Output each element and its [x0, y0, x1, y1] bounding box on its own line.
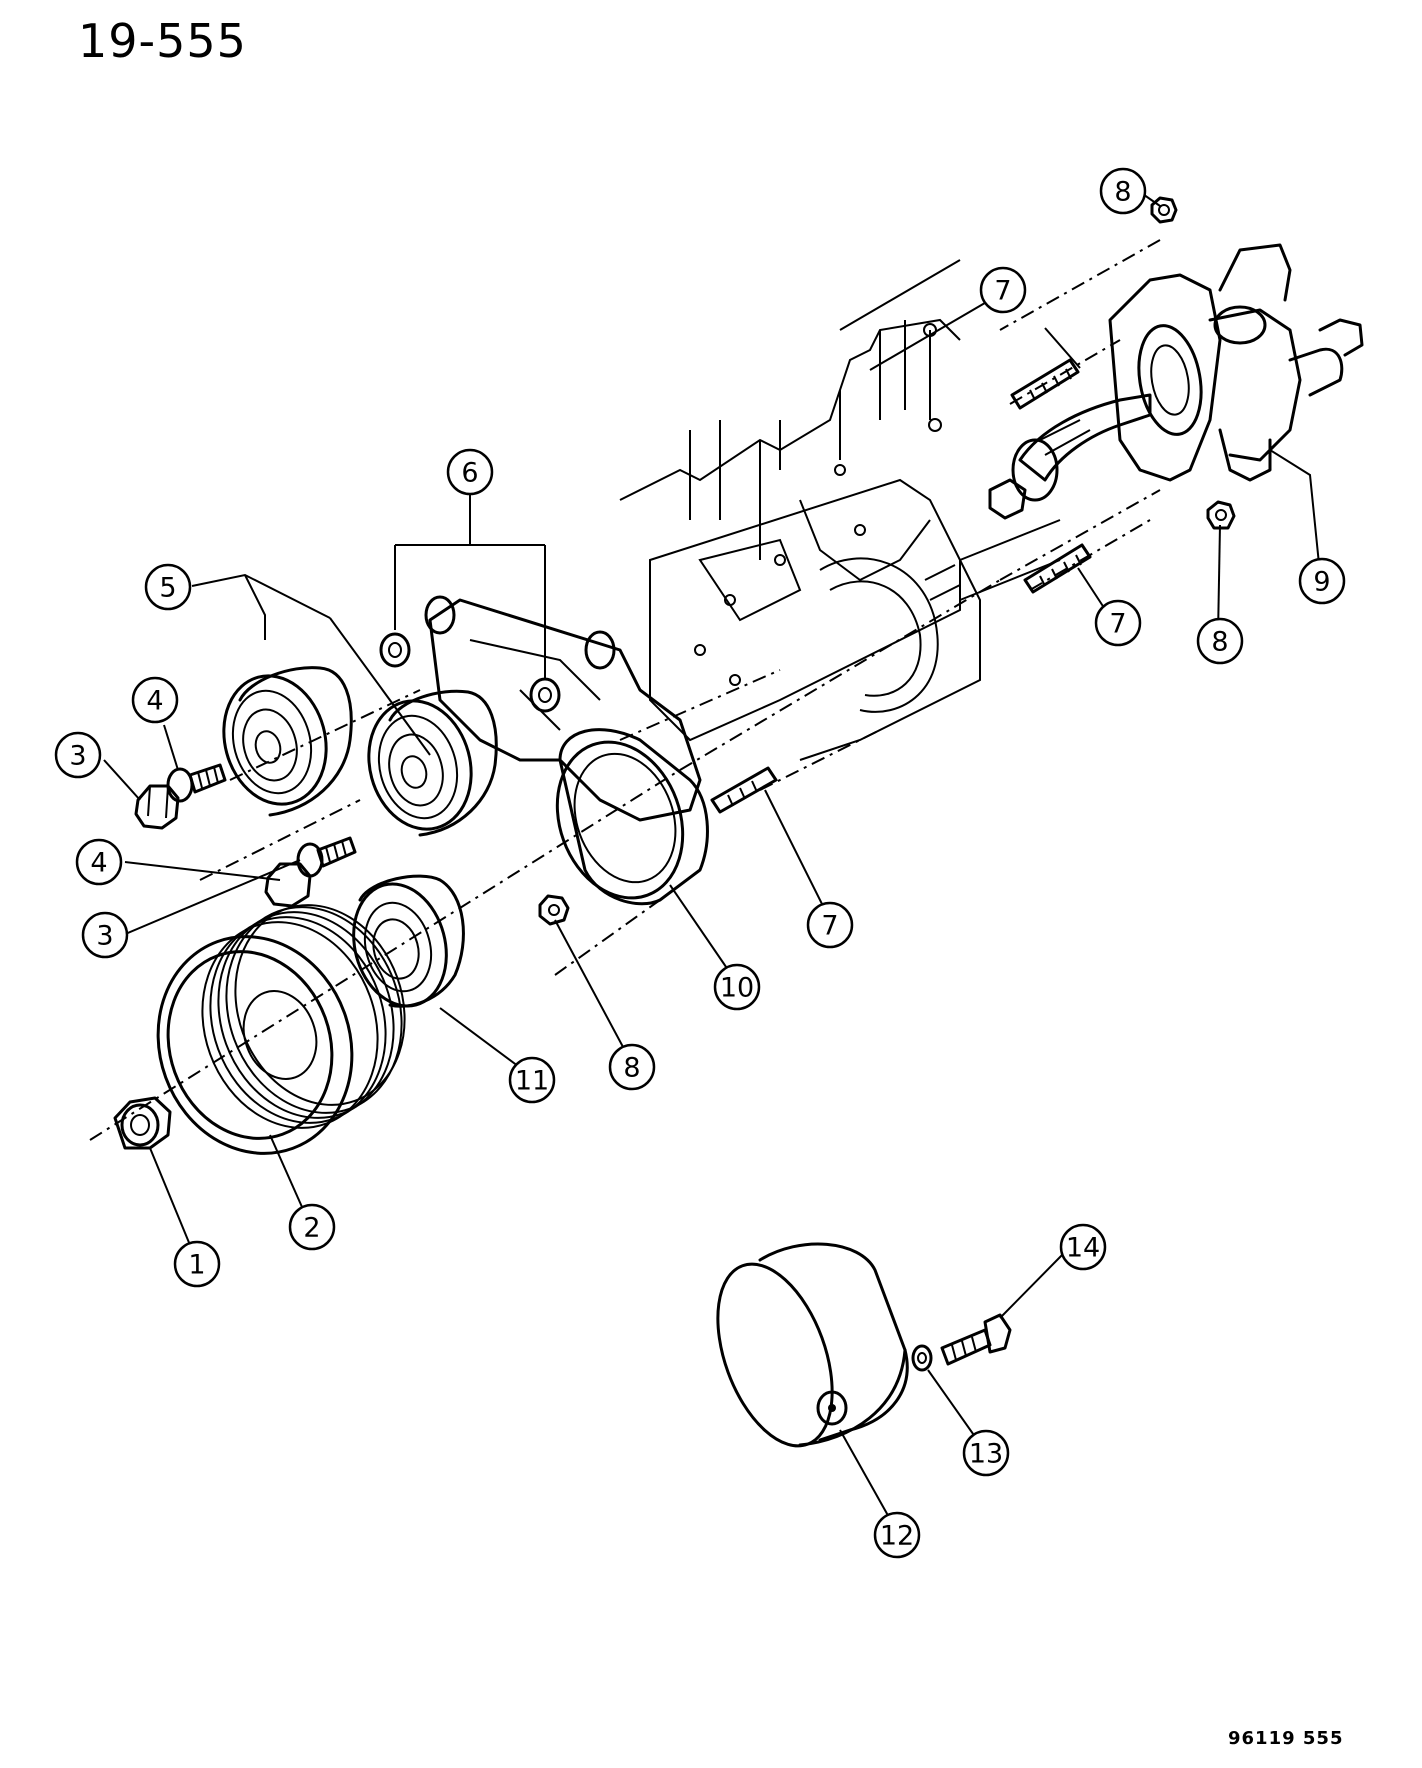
callout-9-label: 9	[1313, 567, 1330, 598]
stud-7-lower	[710, 766, 778, 814]
bracket-6	[379, 595, 702, 822]
callout-13: 13	[962, 1429, 1010, 1477]
callout-13-label: 13	[969, 1439, 1003, 1470]
callout-8-right: 8	[1196, 617, 1244, 665]
callout-11: 11	[508, 1056, 556, 1104]
bolt-3-upper	[134, 784, 180, 830]
callout-12: 12	[873, 1511, 921, 1559]
callout-8-top-label: 8	[1114, 177, 1131, 208]
callout-1-label: 1	[188, 1250, 205, 1281]
callout-14-label: 14	[1066, 1233, 1100, 1264]
leader-lines	[103, 191, 1321, 1529]
callout-9: 9	[1298, 557, 1346, 605]
callout-2: 2	[288, 1203, 336, 1251]
nut-1	[113, 1096, 172, 1150]
callout-11-label: 11	[515, 1066, 549, 1097]
callout-10: 10	[713, 963, 761, 1011]
nut-8-top	[1150, 196, 1178, 224]
callout-4-lower: 4	[75, 838, 123, 886]
callout-12-label: 12	[880, 1521, 914, 1552]
callout-10-label: 10	[720, 973, 754, 1004]
callout-3-lower-label: 3	[96, 921, 113, 952]
callout-3-lower: 3	[81, 911, 129, 959]
stud-7-upper	[1010, 358, 1080, 410]
nut-8-lower	[538, 894, 570, 926]
callout-7-middle: 7	[1094, 599, 1142, 647]
stud-7-middle	[1023, 543, 1092, 594]
callout-7-middle-label: 7	[1109, 609, 1126, 640]
adaptor-plate-10	[555, 728, 709, 906]
callout-4-lower-label: 4	[90, 848, 107, 879]
bolt-shank-upper	[188, 763, 227, 794]
callout-3-upper: 3	[54, 731, 102, 779]
callout-8-lower-label: 8	[623, 1053, 640, 1084]
bearing-11	[352, 874, 465, 1008]
callout-4-upper-label: 4	[146, 686, 163, 717]
callout-7-upper: 7	[979, 266, 1027, 314]
callout-7-lower-label: 7	[821, 911, 838, 942]
bolt-3-lower	[264, 862, 312, 908]
bolt-shank-lower	[316, 836, 357, 868]
nut-8-right	[1206, 500, 1236, 530]
pulley-2	[156, 904, 406, 1155]
callout-7-upper-label: 7	[994, 276, 1011, 307]
callout-6-label: 6	[461, 458, 478, 489]
idler-pulley-5-upper	[222, 666, 353, 817]
pulley-cover-12	[716, 1242, 909, 1448]
callout-7-lower: 7	[806, 901, 854, 949]
callout-8-lower: 8	[608, 1043, 656, 1091]
callout-8-top: 8	[1099, 167, 1147, 215]
callout-2-label: 2	[303, 1213, 320, 1244]
drawing-code: 96119 555	[1228, 1728, 1344, 1749]
callout-5: 5	[144, 563, 192, 611]
power-steering-pump-9	[988, 243, 1364, 520]
washer-4-upper	[166, 767, 194, 803]
page-title: 19-555	[78, 14, 247, 68]
bolt-14	[940, 1313, 1012, 1366]
callout-14: 14	[1059, 1223, 1107, 1271]
callout-6: 6	[446, 448, 494, 496]
engine-block-outline	[619, 259, 1061, 761]
idler-pulley-5-lower	[367, 689, 498, 837]
callout-8-right-label: 8	[1211, 627, 1228, 658]
callout-4-upper: 4	[131, 676, 179, 724]
washer-13	[911, 1344, 933, 1372]
callout-1: 1	[173, 1240, 221, 1288]
callout-3-upper-label: 3	[69, 741, 86, 772]
callout-5-label: 5	[159, 573, 176, 604]
